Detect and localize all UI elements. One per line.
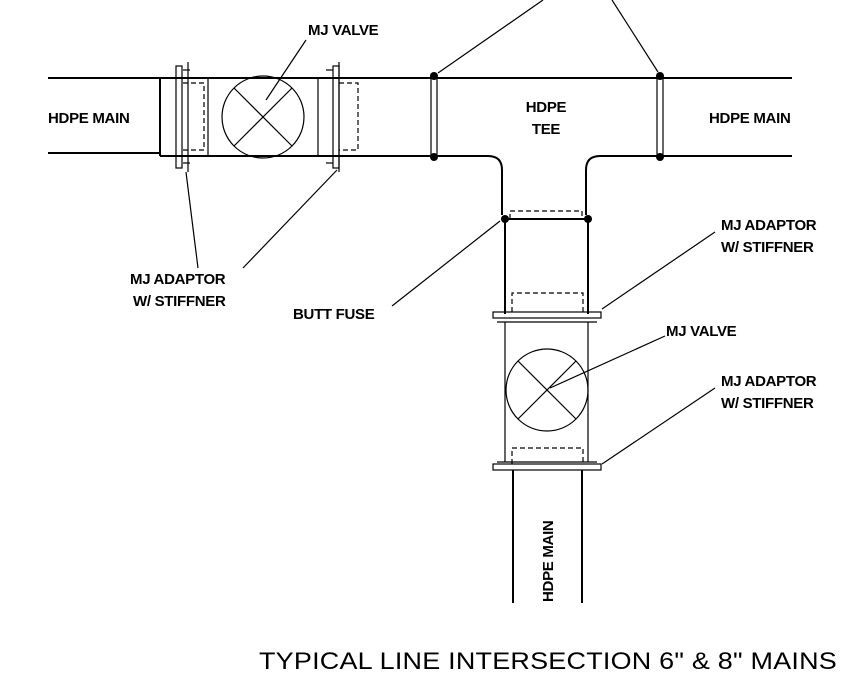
label-hdpe-tee-line2: TEE <box>532 121 561 138</box>
label-mj-valve-top: MJ VALVE <box>308 22 379 39</box>
label-mj-adaptor-left-line2: W/ STIFFNER <box>133 293 226 310</box>
label-mj-adaptor-right-bottom-line1: MJ ADAPTOR <box>721 373 817 390</box>
label-hdpe-main-bottom: HDPE MAIN <box>540 521 557 602</box>
label-mj-valve-bottom: MJ VALVE <box>666 323 737 340</box>
label-mj-adaptor-right-top-line1: MJ ADAPTOR <box>721 217 817 234</box>
label-hdpe-tee-line1: HDPE <box>526 99 567 116</box>
label-butt-fuse: BUTT FUSE <box>293 306 375 323</box>
leader-lines <box>185 0 716 465</box>
hdpe-main-bottom-pipe <box>512 470 583 603</box>
butt-fuse-right <box>656 72 664 161</box>
mj-adaptor-left <box>159 62 205 172</box>
mj-adaptor-branch-upper <box>492 292 602 323</box>
vertical-branch-pipe <box>501 210 592 314</box>
drawing-title: TYPICAL LINE INTERSECTION 6" & 8" MAINS <box>259 648 837 675</box>
label-hdpe-main-right: HDPE MAIN <box>709 110 790 127</box>
butt-fuse-left <box>430 72 438 161</box>
label-mj-adaptor-left-line1: MJ ADAPTOR <box>130 271 226 288</box>
mj-valve-top <box>207 75 319 159</box>
horizontal-main-pipe <box>48 77 792 215</box>
mj-adaptor-left-right <box>326 62 359 172</box>
label-mj-adaptor-right-bottom-line2: W/ STIFFNER <box>721 395 814 412</box>
label-hdpe-main-left: HDPE MAIN <box>48 110 129 127</box>
mj-valve-bottom <box>504 322 589 462</box>
label-mj-adaptor-right-top-line2: W/ STIFFNER <box>721 239 814 256</box>
mj-adaptor-branch-lower <box>492 447 602 471</box>
